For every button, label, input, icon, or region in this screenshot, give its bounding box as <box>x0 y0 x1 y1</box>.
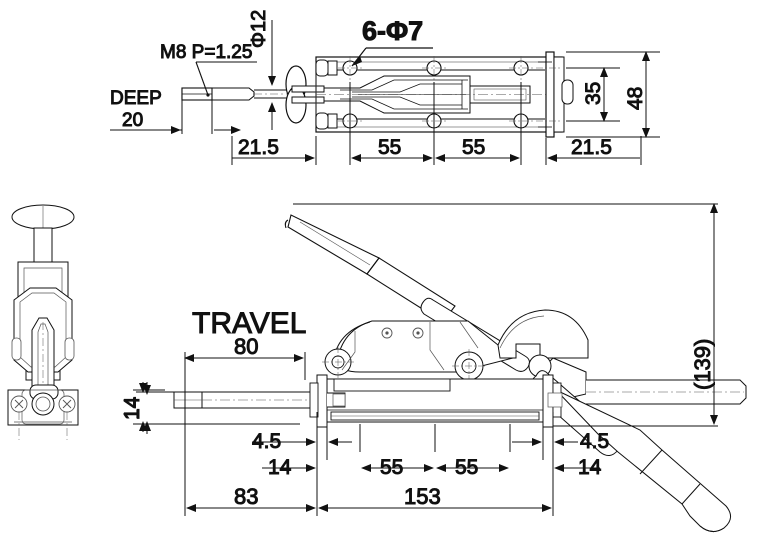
dim-14-front-line <box>136 382 300 434</box>
front-view-group <box>173 214 747 532</box>
travel-label: TRAVEL <box>192 307 306 340</box>
top-view-base-plate <box>536 51 574 138</box>
dim-80-line <box>184 352 306 400</box>
hole-callout-leader <box>351 47 433 67</box>
hole-callout-label: 6-Φ7 <box>362 16 423 46</box>
dim-35: 35 <box>582 82 605 105</box>
side-view-t-handle <box>11 204 75 265</box>
dim-21-5-right: 21.5 <box>571 136 612 159</box>
t-handle <box>285 65 325 124</box>
linkage-fork <box>316 75 562 114</box>
dim-55-b: 55 <box>462 136 485 159</box>
dim-48: 48 <box>624 87 647 110</box>
dim-80: 80 <box>234 334 258 359</box>
mounting-screw <box>10 395 28 413</box>
dim-153: 153 <box>404 484 441 509</box>
top-view-left-bolts <box>315 59 338 130</box>
front-view-spindle-rod <box>173 391 560 409</box>
top-view-vertical-dimensions <box>566 51 660 138</box>
deep-value: 20 <box>122 110 143 131</box>
dim-55-a: 55 <box>378 136 401 159</box>
top-view-group <box>181 51 574 138</box>
thread-leader <box>195 61 257 97</box>
deep-label: DEEP <box>110 88 162 109</box>
thread-label: M8 P=1.25 <box>160 42 252 63</box>
dim-83: 83 <box>234 484 258 509</box>
top-view-annotations: M8 P=1.25 DEEP 20 Φ12 6-Φ7 <box>110 9 660 165</box>
front-view-base-rail <box>323 378 547 423</box>
dim-14-side: 14 <box>120 396 143 420</box>
side-view-linkage <box>11 261 75 391</box>
front-view-left-flange <box>309 374 346 428</box>
dim-139: (139) <box>690 339 715 390</box>
hole <box>422 56 446 80</box>
front-view-cam-hood <box>497 309 589 359</box>
front-view-right-flange <box>542 374 563 428</box>
deep-dimension-line <box>110 100 241 134</box>
front-view-lever-arm <box>528 354 747 532</box>
spindle-rod <box>181 87 292 101</box>
top-view-dimension-chain <box>231 82 642 165</box>
dim-4-5-right: 4.5 <box>580 430 609 453</box>
dim-21-5-left: 21.5 <box>238 136 279 159</box>
front-view-annotations: TRAVEL 80 14 4.5 <box>121 203 718 516</box>
dim-139-line <box>293 203 718 427</box>
dim-14-front-left: 14 <box>121 396 144 420</box>
front-view-extension-lines <box>184 400 554 516</box>
rod-diameter-label: Φ12 <box>248 10 270 48</box>
side-view-base <box>7 384 79 440</box>
hole <box>509 56 533 80</box>
side-view-group <box>7 204 79 440</box>
mounting-screw <box>58 395 76 413</box>
